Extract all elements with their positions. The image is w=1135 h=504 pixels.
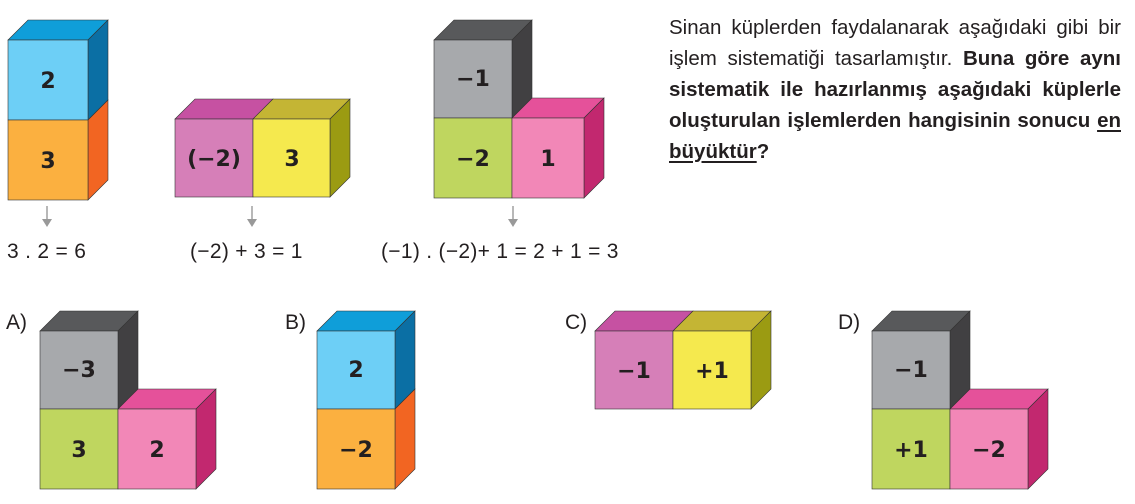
- option-b-top-value: 2: [348, 358, 363, 383]
- option-a-cubes[interactable]: −3 3 2: [39, 310, 220, 491]
- example-1-bottom-value: 3: [40, 149, 55, 174]
- question-text: Sinan küplerden faydalanarak aşağıdaki g…: [669, 12, 1121, 167]
- option-b-label[interactable]: B): [285, 311, 306, 334]
- arrow-down-icon: [508, 206, 518, 227]
- option-a-label[interactable]: A): [6, 311, 27, 334]
- example-1-equation: 3 . 2 = 6: [7, 240, 87, 263]
- option-c-cubes[interactable]: −1 +1: [594, 310, 773, 411]
- example-1-top-value: 2: [40, 69, 55, 94]
- option-a-bottom-left-value: 3: [71, 438, 86, 463]
- option-b-bottom-value: −2: [339, 438, 373, 463]
- example-1-cubes: 2 3: [7, 19, 109, 201]
- option-a-bottom-right-value: 2: [149, 438, 164, 463]
- option-d-label[interactable]: D): [838, 311, 861, 334]
- question-mark: ?: [756, 140, 770, 163]
- example-2-right-value: 3: [284, 147, 299, 172]
- example-3-bottom-left-value: −2: [456, 147, 490, 172]
- option-c-right-value: +1: [695, 359, 729, 384]
- option-c-label[interactable]: C): [565, 311, 588, 334]
- question-intro: Sinan küplerden faydalanarak aşağıdaki g…: [669, 16, 1121, 70]
- option-d-bottom-left-value: +1: [894, 438, 928, 463]
- question-emphasis: en büyüktür: [669, 109, 1121, 163]
- question-prompt: Buna göre aynı sistematik ile hazırlanmı…: [669, 47, 1121, 163]
- example-2-cubes: (−2) 3: [174, 98, 351, 198]
- option-b-cubes[interactable]: 2 −2: [316, 310, 417, 491]
- option-a-top-value: −3: [62, 358, 96, 383]
- option-c-left-value: −1: [617, 359, 651, 384]
- example-2-left-value: (−2): [187, 147, 241, 172]
- arrow-down-icon: [247, 206, 257, 227]
- example-3-bottom-right-value: 1: [540, 147, 555, 172]
- example-3-equation: (−1) . (−2)+ 1 = 2 + 1 = 3: [381, 240, 619, 263]
- option-d-cubes[interactable]: −1 +1 −2: [871, 310, 1052, 491]
- example-2-equation: (−2) + 3 = 1: [190, 240, 303, 263]
- question-prompt-main: Buna göre aynı sistematik ile hazırlanmı…: [669, 47, 1121, 132]
- example-3-top-value: −1: [456, 67, 490, 92]
- option-d-bottom-right-value: −2: [972, 438, 1006, 463]
- arrow-down-icon: [42, 206, 52, 227]
- option-d-top-value: −1: [894, 358, 928, 383]
- example-3-cubes: −1 −2 1: [433, 19, 605, 199]
